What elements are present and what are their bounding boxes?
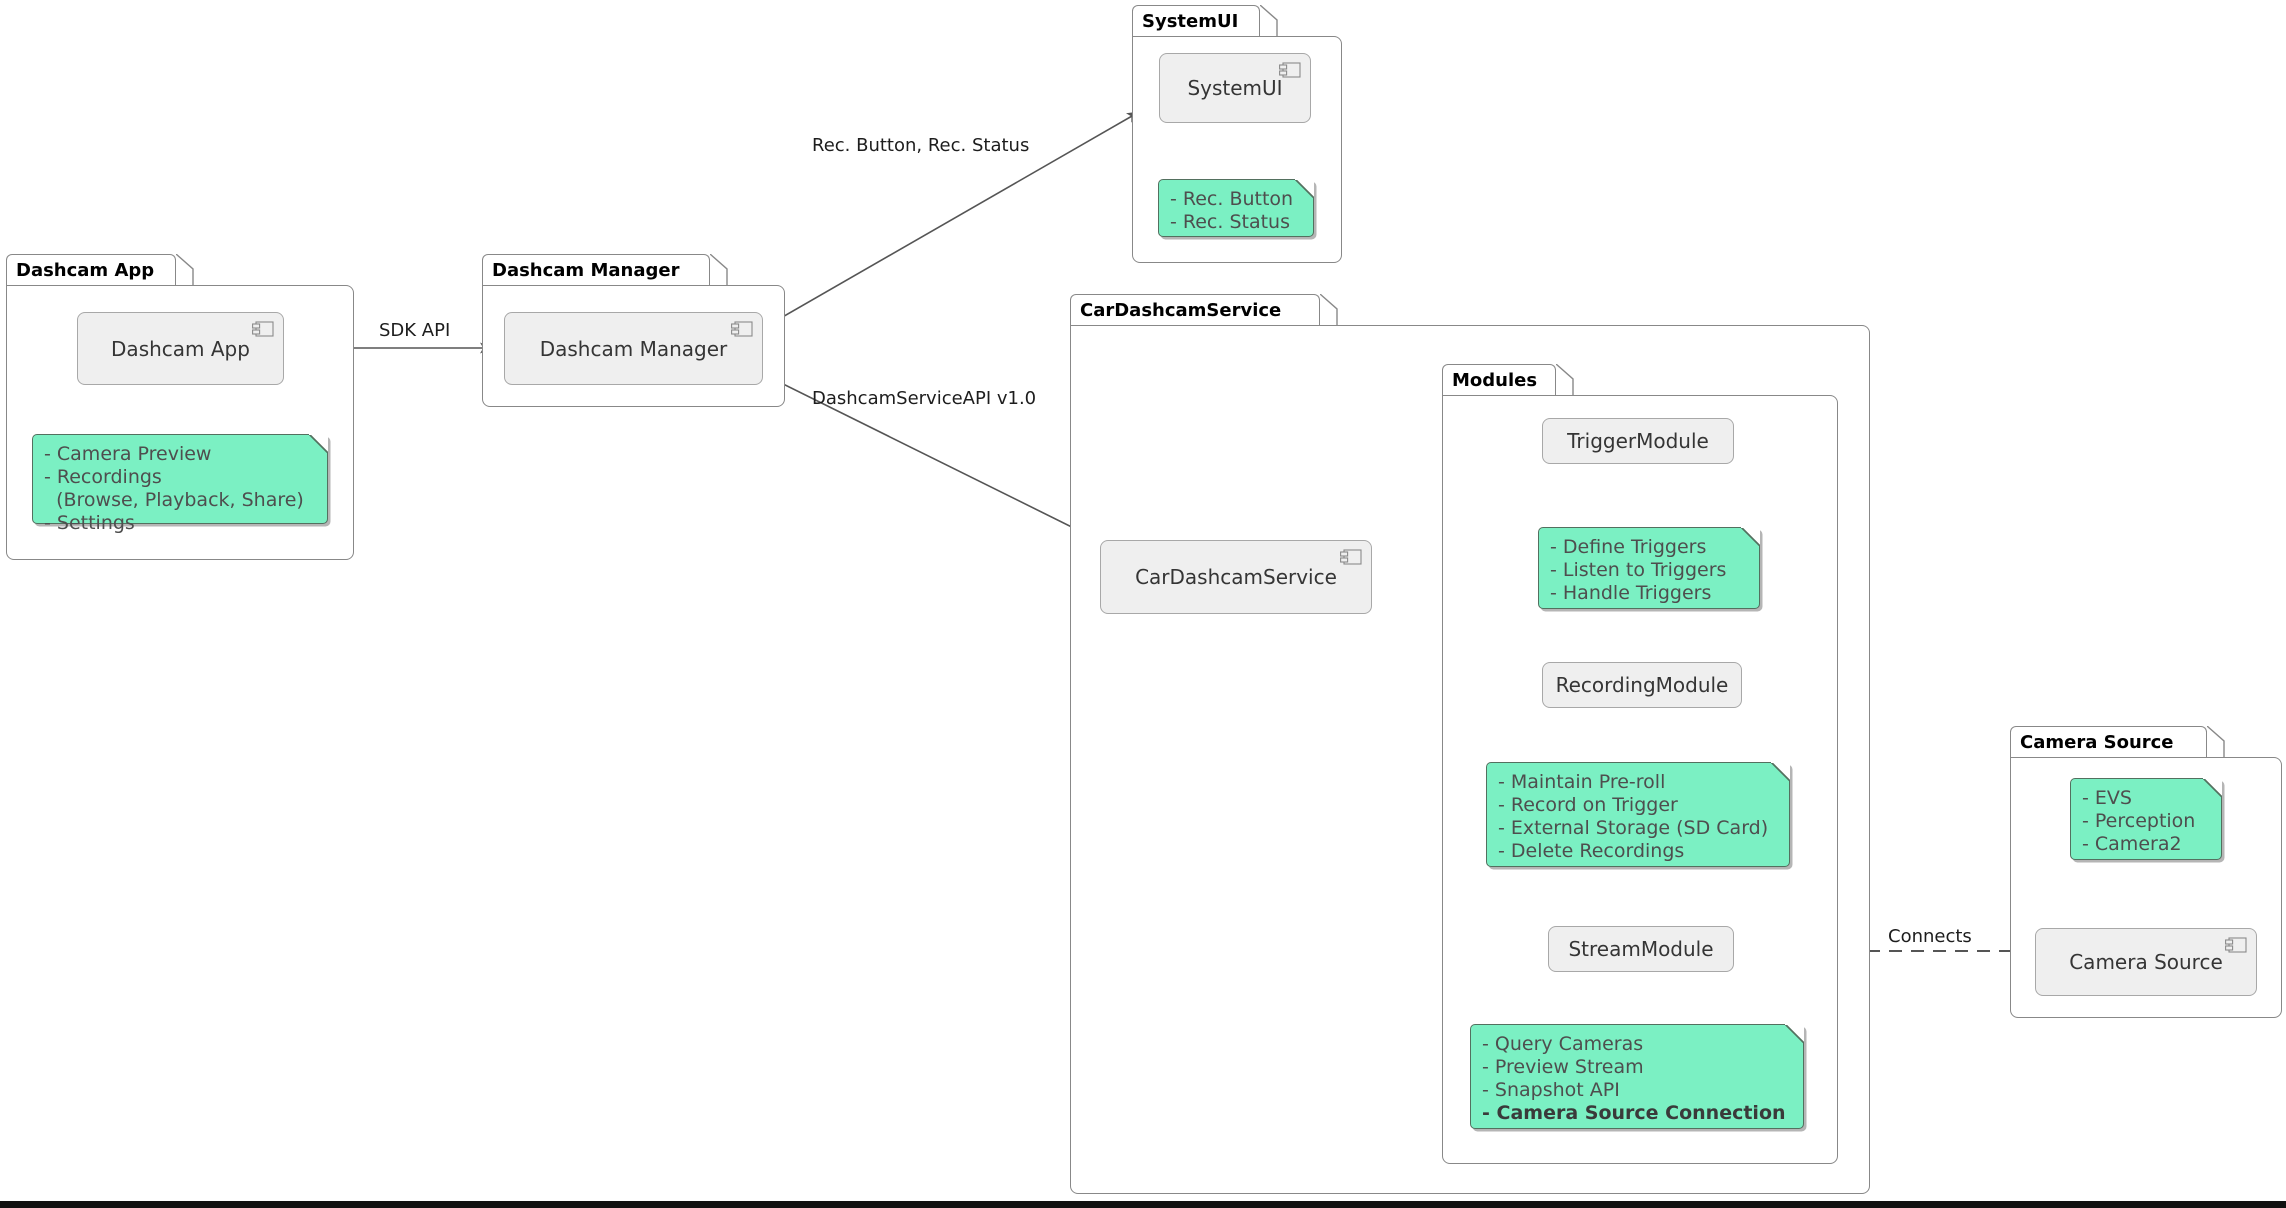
note-line: - Maintain Pre-roll — [1498, 771, 1666, 793]
note-line: - Preview Stream — [1482, 1056, 1644, 1078]
edge-label-text: Connects — [1888, 926, 1972, 947]
package-tab-modules: Modules — [1442, 364, 1556, 396]
note-recordingmodule: - Maintain Pre-roll - Record on Trigger … — [1486, 762, 1790, 867]
component-label-streammodule: StreamModule — [1568, 937, 1714, 961]
package-label-modules: Modules — [1452, 369, 1538, 391]
note-streammodule: - Query Cameras - Preview Stream - Snaps… — [1470, 1024, 1804, 1129]
note-line: - EVS — [2082, 787, 2132, 809]
note-line: - Handle Triggers — [1550, 582, 1712, 604]
component-camera-source[interactable]: Camera Source — [2035, 928, 2257, 996]
bottom-bar — [0, 1201, 2286, 1208]
component-cardashcamservice[interactable]: CarDashcamService — [1100, 540, 1372, 614]
note-line: - Camera Preview — [44, 443, 212, 465]
note-fold-icon — [1771, 762, 1790, 781]
note-line: - Rec. Button — [1170, 188, 1294, 210]
component-dashcam-app[interactable]: Dashcam App — [77, 312, 284, 385]
component-dashcam-manager[interactable]: Dashcam Manager — [504, 312, 763, 385]
note-fold-icon — [309, 434, 328, 453]
note-line: - Delete Recordings — [1498, 840, 1685, 862]
note-line: - Camera Source Connection — [1482, 1102, 1786, 1124]
note-line: - Listen to Triggers — [1550, 559, 1727, 581]
package-tab-slant — [710, 254, 728, 286]
component-icon — [252, 321, 274, 337]
component-label-triggermodule: TriggerModule — [1567, 429, 1709, 453]
edge-label-dashcamserviceapi: DashcamServiceAPI v1.0 — [812, 390, 1036, 408]
edge-label-text: SDK API — [379, 320, 451, 341]
edge-label-connects: Connects — [1888, 928, 1972, 946]
package-tab-dashcam-app: Dashcam App — [6, 254, 176, 286]
note-fold-icon — [1741, 527, 1760, 546]
component-label-dashcam-manager: Dashcam Manager — [539, 336, 728, 361]
note-fold-icon — [1295, 179, 1314, 198]
package-label-dashcam-app: Dashcam App — [16, 259, 155, 281]
component-icon — [1340, 549, 1362, 565]
edge-label-text: Rec. Button, Rec. Status — [812, 135, 1030, 156]
note-line: - Recordings — [44, 466, 162, 488]
component-streammodule[interactable]: StreamModule — [1548, 926, 1734, 972]
package-label-systemui: SystemUI — [1142, 10, 1239, 32]
note-fold-icon — [1785, 1024, 1804, 1043]
package-tab-slant — [2207, 726, 2225, 758]
note-line: - Settings — [44, 512, 135, 534]
note-fold-icon — [2203, 778, 2222, 797]
component-recordingmodule[interactable]: RecordingModule — [1542, 662, 1742, 708]
package-tab-systemui: SystemUI — [1132, 5, 1260, 37]
note-line: - Record on Trigger — [1498, 794, 1678, 816]
note-line: - Rec. Status — [1170, 211, 1291, 233]
edge-label-rec: Rec. Button, Rec. Status — [812, 137, 1029, 155]
component-triggermodule[interactable]: TriggerModule — [1542, 418, 1734, 464]
note-line: - Camera2 — [2082, 833, 2182, 855]
package-tab-slant — [1260, 5, 1278, 37]
edge-label-text: DashcamServiceAPI v1.0 — [812, 388, 1037, 409]
note-line: - Perception — [2082, 810, 2196, 832]
component-systemui[interactable]: SystemUI — [1159, 53, 1311, 123]
note-triggermodule: - Define Triggers - Listen to Triggers -… — [1538, 527, 1760, 609]
component-label-recordingmodule: RecordingModule — [1555, 673, 1729, 697]
package-label-camera-source: Camera Source — [2020, 731, 2174, 753]
note-line: - Query Cameras — [1482, 1033, 1644, 1055]
note-camera-source: - EVS - Perception - Camera2 — [2070, 778, 2222, 860]
package-tab-dashcam-manager: Dashcam Manager — [482, 254, 710, 286]
component-label-camera-source: Camera Source — [2069, 950, 2223, 974]
edge-label-sdk-api: SDK API — [379, 322, 450, 340]
component-label-dashcam-app: Dashcam App — [111, 336, 250, 361]
component-icon — [731, 321, 753, 337]
component-label-systemui: SystemUI — [1187, 76, 1283, 100]
note-line: - Define Triggers — [1550, 536, 1707, 558]
note-line: - Snapshot API — [1482, 1079, 1620, 1101]
note-line: (Browse, Playback, Share) — [44, 489, 304, 511]
package-tab-cardashcamservice: CarDashcamService — [1070, 294, 1320, 326]
component-icon — [1279, 62, 1301, 78]
package-label-cardashcamservice: CarDashcamService — [1080, 299, 1282, 321]
package-tab-slant — [1320, 294, 1338, 326]
component-icon — [2225, 937, 2247, 953]
package-label-dashcam-manager: Dashcam Manager — [492, 259, 680, 281]
note-line: - External Storage (SD Card) — [1498, 817, 1769, 839]
note-systemui: - Rec. Button - Rec. Status — [1158, 179, 1314, 237]
note-dashcam-app: - Camera Preview - Recordings (Browse, P… — [32, 434, 328, 534]
component-label-cardashcamservice: CarDashcamService — [1135, 565, 1337, 589]
package-tab-slant — [1556, 364, 1574, 396]
package-tab-slant — [176, 254, 194, 286]
package-tab-camera-source: Camera Source — [2010, 726, 2207, 758]
